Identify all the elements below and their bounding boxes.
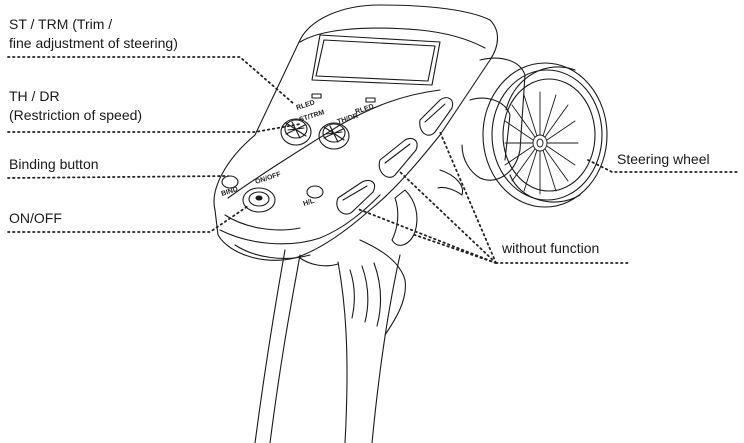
steering-wheel-shape[interactable] xyxy=(482,62,608,208)
leader-st-trm xyxy=(7,56,295,105)
leader-wf-2 xyxy=(399,171,497,264)
label-st-trm-line1: ST / TRM (Trim / xyxy=(9,16,113,32)
marking-hl: H/L xyxy=(302,198,316,208)
leader-steering-wheel xyxy=(587,159,741,173)
marking-knob-left: ST/TRM xyxy=(298,109,325,124)
th-dr-knob[interactable] xyxy=(318,122,350,150)
label-th-dr: TH / DR (Restriction of speed) xyxy=(9,87,142,125)
marking-knob-right: TH/DR xyxy=(336,113,359,126)
label-th-dr-line1: TH / DR xyxy=(9,88,60,104)
lcd-screen xyxy=(311,34,441,86)
marking-onoff: ON/OFF xyxy=(254,171,282,186)
grip-back xyxy=(359,239,406,336)
body-outline xyxy=(213,4,499,261)
side-switch-middle[interactable] xyxy=(378,137,418,178)
side-switch-upper[interactable] xyxy=(419,97,454,136)
label-st-trm-line2: fine adjustment of steering) xyxy=(9,35,178,51)
leader-wf-3 xyxy=(357,208,497,264)
label-st-trm: ST / TRM (Trim / fine adjustment of stee… xyxy=(9,15,178,53)
label-on-off: ON/OFF xyxy=(9,210,62,226)
label-th-dr-line2: (Restriction of speed) xyxy=(9,107,143,123)
leader-binding xyxy=(7,175,229,179)
body-top-edge xyxy=(299,27,486,49)
grip-outline xyxy=(269,254,348,443)
marking-led-left: RLED xyxy=(295,99,315,112)
marking-led-right: RLED xyxy=(354,103,374,116)
led-right xyxy=(365,97,376,103)
bind-button-shape[interactable] xyxy=(221,175,239,189)
leader-wf-4 xyxy=(411,233,497,264)
label-steering-wheel: Steering wheel xyxy=(617,151,710,167)
st-trm-knob[interactable] xyxy=(280,118,312,146)
wheel-spokes xyxy=(504,91,579,195)
led-left xyxy=(311,93,322,99)
power-button[interactable] xyxy=(242,187,276,213)
throttle-trigger[interactable] xyxy=(391,189,418,246)
label-binding-button: Binding button xyxy=(9,156,99,172)
leader-wf-1 xyxy=(439,131,497,264)
grip-ridges xyxy=(349,262,382,327)
wheel-mount-arm xyxy=(461,57,526,181)
lcd-screen-inner xyxy=(315,39,436,82)
label-without-function: without function xyxy=(502,240,600,256)
leader-on-off xyxy=(7,205,249,233)
grip-trigger-slot xyxy=(299,257,339,267)
hl-button-shape[interactable] xyxy=(306,185,324,199)
body-lower-shell xyxy=(219,194,381,245)
marking-bind: BIND xyxy=(220,186,238,198)
wheel-mount-inner xyxy=(469,97,511,161)
trigger-guard xyxy=(437,169,464,196)
leader-th-dr xyxy=(7,123,301,133)
side-switch-lower[interactable] xyxy=(336,179,376,215)
